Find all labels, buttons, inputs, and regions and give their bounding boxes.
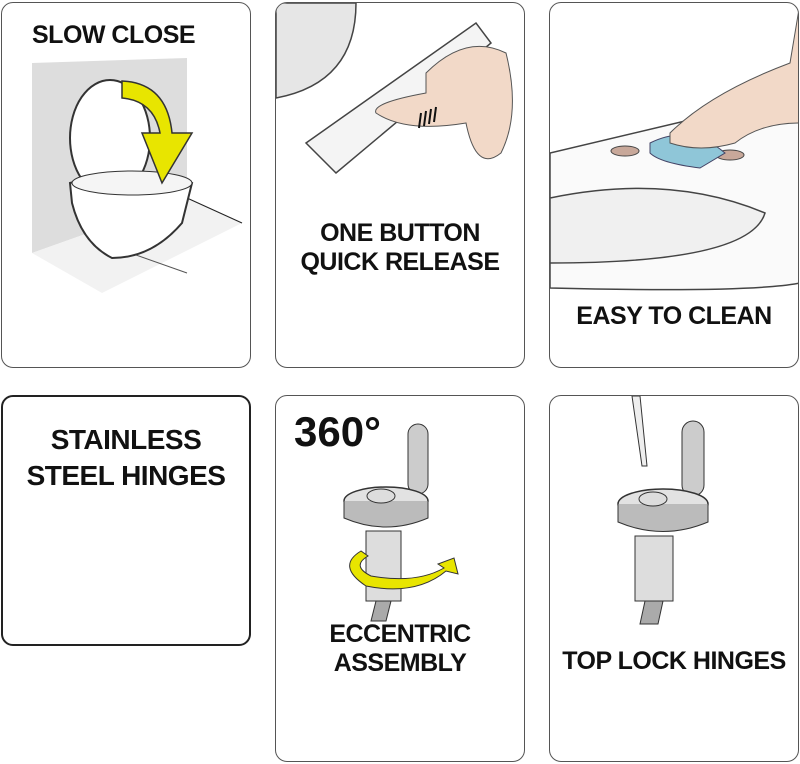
- panel-title-line2: STEEL HINGES: [26, 460, 226, 491]
- easy-clean-illustration: [550, 11, 798, 291]
- panel-easy-clean: EASY TO CLEAN: [549, 2, 799, 368]
- panel-eccentric-assembly: 360° ECCENTRIC ASSEMBLY: [275, 395, 525, 762]
- panel-title-line2: QUICK RELEASE: [300, 248, 500, 276]
- toilet-slow-close-illustration: [32, 58, 243, 293]
- panel-title-line1: ECCENTRIC: [329, 620, 471, 648]
- quick-release-button-illustration: [276, 3, 513, 175]
- panel-quick-release: ONE BUTTON QUICK RELEASE: [275, 2, 525, 368]
- panel-title: SLOW CLOSE: [32, 21, 196, 49]
- eccentric-hinge-illustration: [343, 423, 459, 622]
- panel-title-line1: ONE BUTTON: [320, 219, 480, 247]
- yellow-arrow-icon: [121, 80, 194, 185]
- rotation-arrow-icon: [349, 550, 459, 590]
- panel-top-lock-hinges: TOP LOCK HINGES: [549, 395, 799, 762]
- top-lock-hinge-illustration: [617, 396, 709, 625]
- panel-title-line1: STAINLESS: [50, 424, 202, 455]
- panel-slow-close: SLOW CLOSE: [1, 2, 251, 368]
- panel-title: TOP LOCK HINGES: [562, 647, 786, 675]
- panel-title: EASY TO CLEAN: [576, 302, 772, 330]
- panel-title-line2: ASSEMBLY: [333, 649, 467, 677]
- panel-stainless-hinges: STAINLESS STEEL HINGES: [1, 395, 251, 646]
- rotation-badge: 360°: [294, 408, 381, 455]
